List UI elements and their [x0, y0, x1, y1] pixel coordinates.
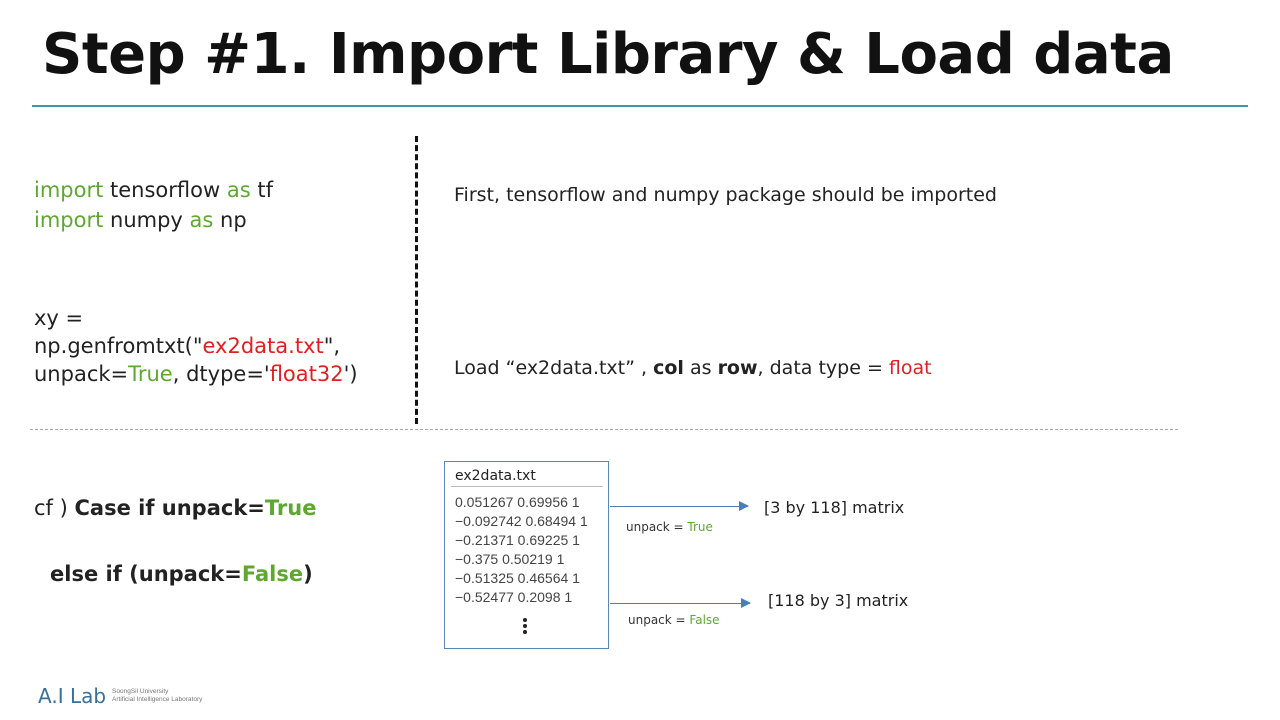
- file-line: −0.51325 0.46564 1: [455, 570, 580, 586]
- keyword-true: True: [128, 362, 173, 386]
- vertical-divider: [415, 136, 418, 424]
- module-name: numpy: [103, 208, 190, 232]
- desc-fragment: , data type =: [757, 357, 889, 379]
- import-description: First, tensorflow and numpy package shou…: [454, 184, 997, 206]
- logo-main-text: A.I Lab: [38, 684, 107, 708]
- keyword-as: as: [226, 178, 251, 202]
- cf-case-true: cf ) Case if unpack=True: [34, 496, 316, 520]
- unpack-true-label: unpack = True: [626, 520, 713, 534]
- file-line: 0.051267 0.69956 1: [455, 494, 580, 510]
- module-name: tensorflow: [103, 178, 227, 202]
- cf-prefix: cf ): [34, 496, 75, 520]
- desc-col: col: [653, 357, 684, 379]
- logo-subtitle: SoongSil University Artificial Intellige…: [112, 688, 202, 704]
- label-fragment: unpack =: [626, 520, 688, 534]
- code-line-import-np: import numpy as np: [34, 205, 273, 235]
- alias-name: tf: [250, 178, 273, 202]
- desc-row: row: [717, 357, 758, 379]
- arrow-right-icon: [610, 598, 751, 608]
- load-description: Load “ex2data.txt” , col as row, data ty…: [454, 357, 932, 379]
- code-load-block: xy = np.genfromtxt("ex2data.txt", unpack…: [34, 304, 358, 388]
- file-line: −0.21371 0.69225 1: [455, 532, 580, 548]
- desc-fragment: Load “ex2data.txt” ,: [454, 357, 654, 379]
- cf-else-text: else if (unpack=: [50, 562, 242, 586]
- alias-name: np: [213, 208, 247, 232]
- code-line-import-tf: import tensorflow as tf: [34, 175, 273, 205]
- matrix-true-result: [3 by 118] matrix: [764, 498, 905, 517]
- desc-fragment: as: [683, 357, 718, 379]
- file-preview-title: ex2data.txt: [455, 468, 536, 484]
- file-line: −0.375 0.50219 1: [455, 551, 565, 567]
- desc-float: float: [888, 357, 932, 379]
- file-preview: ex2data.txt 0.051267 0.69956 1 −0.092742…: [444, 461, 609, 649]
- cf-case-text: Case if unpack=: [74, 496, 265, 520]
- cf-close-paren: ): [303, 562, 313, 586]
- keyword-import: import: [34, 178, 104, 202]
- code-fragment: ",: [323, 334, 341, 358]
- code-fragment: , dtype=': [172, 362, 270, 386]
- code-line-assign: xy =: [34, 306, 84, 330]
- cf-case-false: else if (unpack=False): [50, 562, 313, 586]
- label-fragment: unpack =: [628, 613, 690, 627]
- code-line-genfromtxt: np.genfromtxt("ex2data.txt",: [34, 332, 358, 360]
- keyword-as: as: [189, 208, 214, 232]
- code-fragment: np.genfromtxt(": [34, 334, 203, 358]
- label-false: False: [689, 613, 720, 627]
- file-preview-rule: [451, 486, 603, 487]
- matrix-false-result: [118 by 3] matrix: [768, 591, 909, 610]
- file-name-literal: ex2data.txt: [202, 334, 324, 358]
- cf-true-keyword: True: [264, 496, 317, 520]
- page-title: Step #1. Import Library & Load data: [42, 22, 1174, 87]
- file-line: −0.092742 0.68494 1: [455, 513, 588, 529]
- cf-false-keyword: False: [241, 562, 304, 586]
- code-line-unpack: unpack=True, dtype='float32'): [34, 360, 358, 388]
- file-line: −0.52477 0.2098 1: [455, 589, 573, 605]
- unpack-false-label: unpack = False: [628, 613, 720, 627]
- label-true: True: [687, 520, 713, 534]
- code-fragment: '): [343, 362, 358, 386]
- dtype-literal: float32: [269, 362, 344, 386]
- logo-lab-name: Artificial Intelligence Laboratory: [112, 696, 203, 703]
- file-preview-lines: 0.051267 0.69956 1 −0.092742 0.68494 1 −…: [455, 493, 588, 607]
- keyword-import: import: [34, 208, 104, 232]
- arrow-right-icon: [610, 501, 749, 511]
- code-import-block: import tensorflow as tf import numpy as …: [34, 175, 273, 235]
- logo-university: SoongSil University: [112, 688, 169, 695]
- title-divider: [32, 105, 1248, 107]
- code-fragment: unpack=: [34, 362, 129, 386]
- horizontal-divider: [30, 429, 1178, 430]
- ai-lab-logo: A.I Lab SoongSil University Artificial I…: [38, 684, 202, 708]
- ellipsis-icon: [523, 618, 529, 638]
